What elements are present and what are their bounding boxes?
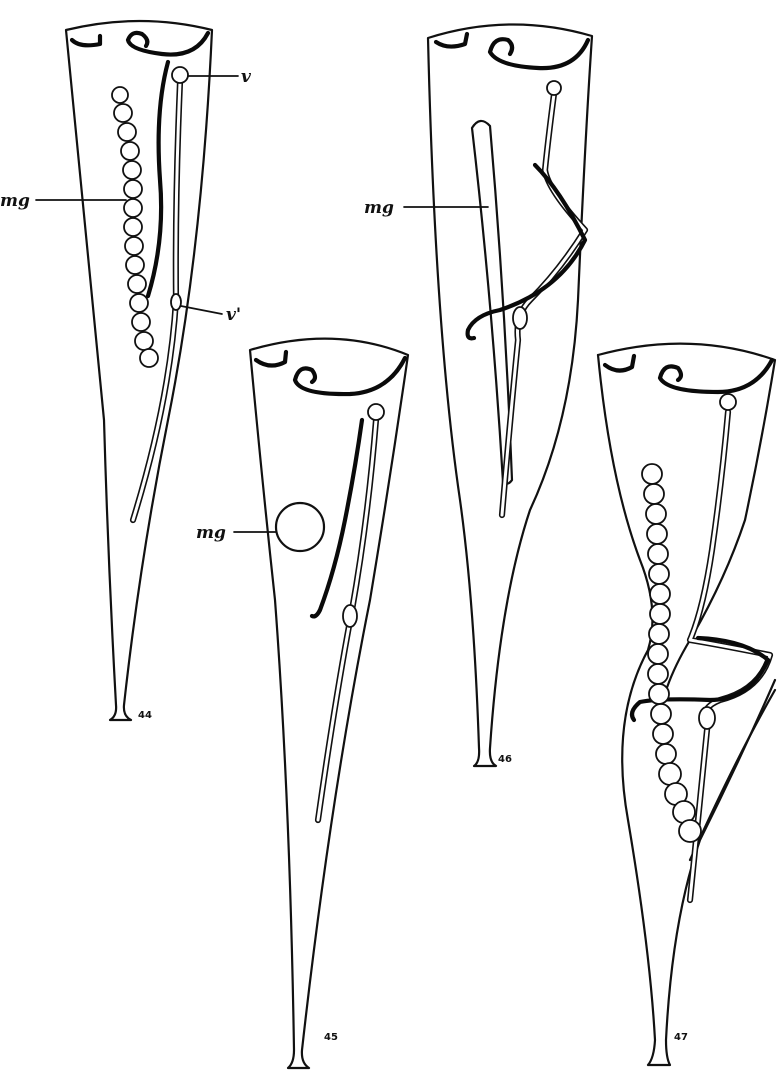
fig44-label-v: v — [241, 67, 252, 87]
fig44-bead — [118, 123, 136, 141]
fig45-round-macronucleus — [276, 503, 324, 551]
fig46-vacuole-top — [547, 81, 561, 95]
fig44-bead — [126, 256, 144, 274]
fig46-number: 46 — [498, 754, 512, 765]
fig47-oral-spiral — [660, 360, 772, 392]
fig47-oral-lip-left — [605, 356, 634, 371]
fig47-bead — [679, 820, 701, 842]
fig47-bead — [648, 644, 668, 664]
fig47-bead — [649, 564, 669, 584]
fig44-macronucleus-chain — [112, 87, 158, 367]
fig44-bead — [124, 199, 142, 217]
fig45-vacuole-mid — [343, 605, 357, 627]
figure-45: mg 45 — [196, 339, 408, 1068]
fig44-bead — [128, 275, 146, 293]
fig46-oral-spiral — [490, 39, 588, 68]
fig44-body-outline — [66, 21, 212, 720]
fig47-bead — [642, 464, 662, 484]
fig47-bead — [651, 704, 671, 724]
fig45-oral-spiral — [295, 358, 405, 394]
fig46-vacuole-mid — [513, 307, 527, 329]
fig44-bead — [124, 218, 142, 236]
fig47-number: 47 — [674, 1032, 688, 1043]
fig47-bead — [650, 584, 670, 604]
fig45-number: 45 — [324, 1032, 338, 1043]
fig44-bead — [112, 87, 128, 103]
fig46-elongated-macronucleus — [472, 121, 512, 484]
fig47-bead — [644, 484, 664, 504]
fig44-bead — [130, 294, 148, 312]
fig44-dark-band — [148, 62, 168, 296]
fig47-macronucleus-chain — [642, 464, 701, 842]
fig47-bead — [656, 744, 676, 764]
fig44-bead — [121, 142, 139, 160]
fig47-bead — [648, 544, 668, 564]
fig44-bead — [125, 237, 143, 255]
fig47-bead — [650, 604, 670, 624]
fig44-bead — [123, 161, 141, 179]
fig47-bead — [649, 624, 669, 644]
fig44-label-mg: mg — [0, 191, 30, 211]
fig44-bead — [132, 313, 150, 331]
fig44-bead — [114, 104, 132, 122]
fig44-oral-lip-left — [72, 36, 100, 45]
fig44-oral-spiral — [128, 33, 208, 55]
fig46-oral-lip-left — [436, 34, 467, 47]
fig45-body-outline — [250, 339, 408, 1068]
fig45-vacuole-top — [368, 404, 384, 420]
figure-46: mg 46 — [364, 24, 592, 766]
fig47-bead — [648, 664, 668, 684]
fig47-vacuole-top — [720, 394, 736, 410]
fig46-label-mg: mg — [364, 198, 394, 218]
fig47-body-left-outline — [598, 355, 775, 1065]
figure-47: 47 — [598, 344, 775, 1065]
fig47-bead — [659, 763, 681, 785]
fig45-label-mg: mg — [196, 523, 226, 543]
fig45-oral-lip-left — [256, 352, 286, 366]
fig47-bead — [647, 524, 667, 544]
fig44-bead — [135, 332, 153, 350]
fig44-bead — [140, 349, 158, 367]
fig47-bead — [646, 504, 666, 524]
fig44-number: 44 — [138, 710, 152, 721]
figure-44: mg v v' 44 — [0, 21, 252, 721]
fig44-vacuole-v — [172, 67, 188, 83]
fig47-body-right-outline — [598, 344, 775, 730]
fig44-vacuole-v-prime — [171, 294, 181, 310]
fig47-bead — [653, 724, 673, 744]
fig44-bead — [124, 180, 142, 198]
fig47-bead — [649, 684, 669, 704]
fig47-canal-upper — [690, 412, 770, 900]
fig47-vacuole-mid — [699, 707, 715, 729]
fig44-label-v-prime: v' — [226, 305, 241, 325]
